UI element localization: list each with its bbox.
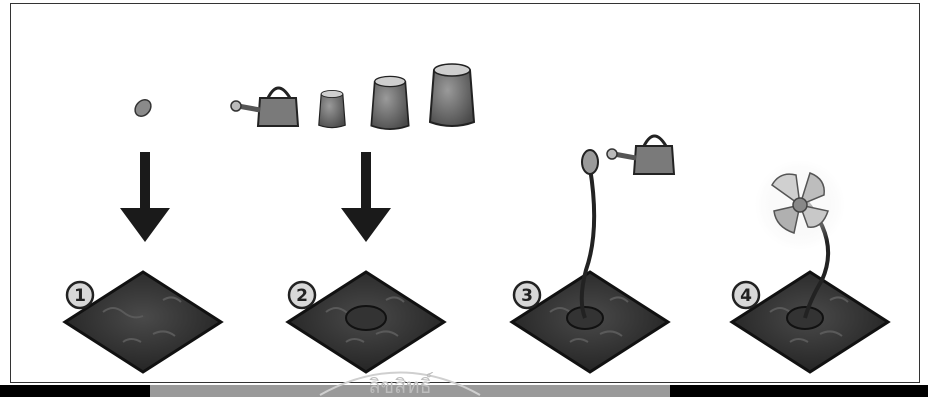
bud-icon: [582, 150, 598, 174]
fertilizer-bag-icon: [371, 76, 408, 129]
fertilizer-bag-icon: [430, 64, 474, 126]
step-1-badge: 1: [67, 282, 93, 308]
svg-text:2: 2: [296, 286, 308, 306]
step-4-badge: 4: [733, 282, 759, 308]
down-arrow-icon: [341, 152, 391, 242]
watermark-text: ลิขสิทธิ์: [368, 371, 434, 397]
svg-text:1: 1: [74, 286, 86, 306]
svg-text:3: 3: [521, 286, 533, 306]
step-3-badge: 3: [514, 282, 540, 308]
down-arrow-icon: [120, 152, 170, 242]
watering-can-icon: [607, 136, 674, 174]
step-1-seed: [132, 97, 154, 120]
watering-can-icon: [231, 88, 298, 126]
svg-text:4: 4: [740, 286, 752, 306]
step-2-badge: 2: [289, 282, 315, 308]
planted-seed-mound: [346, 306, 386, 330]
flower-icon: [755, 160, 845, 250]
fertilizer-bag-icon: [319, 90, 345, 127]
